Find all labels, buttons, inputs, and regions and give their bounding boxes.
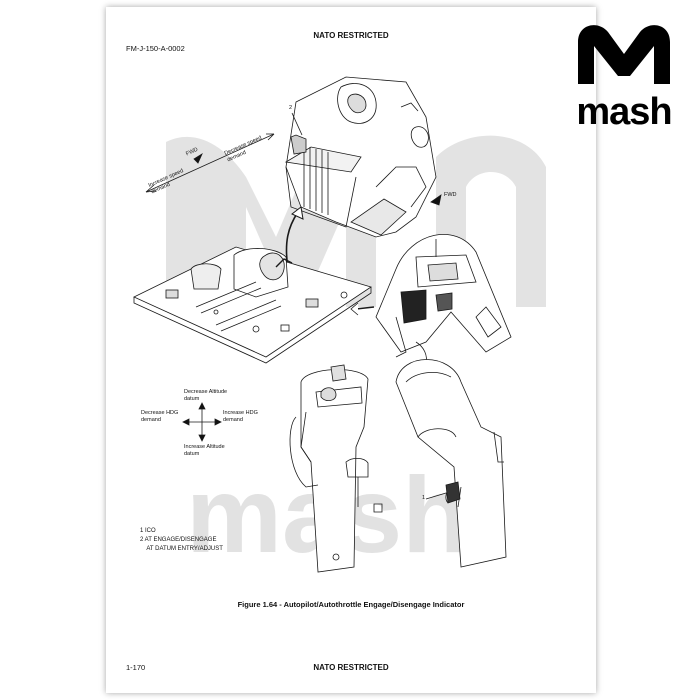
console-panel-drawing (133, 246, 372, 364)
legend-item: 2 AT ENGAGE/DISENGAGE (140, 537, 217, 543)
figure-caption: Figure 1.64 - Autopilot/Autothrottle Eng… (237, 600, 465, 609)
classification-header: NATO RESTRICTED (313, 31, 389, 40)
callout-2: 2 (289, 105, 293, 111)
throttle-unit-drawing (284, 76, 437, 238)
increase-hdg-label: Increase HDG demand (223, 410, 258, 423)
mash-logo-icon (578, 25, 670, 84)
fwd-label-right: FWD (444, 192, 457, 198)
mash-logo: mash (568, 14, 680, 134)
figure-legend: 1 ICO 2 AT ENGAGE/DISENGAGE AT DATUM ENT… (140, 527, 223, 554)
classification-footer: NATO RESTRICTED (313, 663, 389, 672)
page-number: 1-170 (126, 663, 146, 672)
legend-item: AT DATUM ENTRY/ADJUST (140, 546, 223, 552)
callout-1: 1 (422, 495, 426, 501)
cockpit-inset-drawing (375, 233, 512, 358)
decrease-hdg-label: Decrease HDG demand (141, 410, 179, 423)
manual-page: mash NATO RESTRICTED FM-J-150-A-0002 (106, 7, 596, 693)
right-stick-drawing (395, 359, 507, 568)
document-id: FM-J-150-A-0002 (126, 44, 185, 53)
direction-cross (182, 402, 222, 442)
mash-logo-text: mash (576, 91, 672, 133)
left-stick-drawing (289, 364, 383, 573)
autopilot-illustration (133, 76, 512, 573)
increase-altitude-label: Increase Altitude datum (184, 444, 225, 457)
legend-item: 1 ICO (140, 528, 156, 534)
decrease-altitude-label: Decrease Altitude datum (184, 389, 228, 402)
